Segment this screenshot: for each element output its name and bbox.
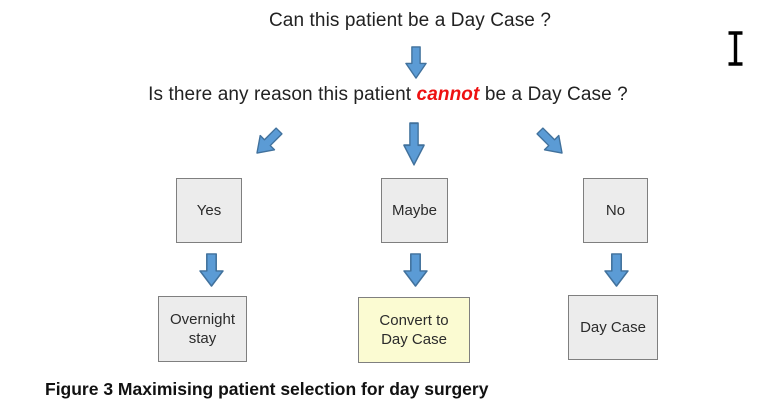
secondary-question: Is there any reason this patient cannot … — [148, 84, 628, 106]
answer-label-yes: Yes — [196, 201, 222, 219]
cannot-emphasis: cannot — [416, 84, 480, 105]
outcome-box-convert-to-day-case: Convert to Day Case — [358, 297, 470, 363]
outcome-line: Convert to — [379, 311, 449, 329]
outcome-line: Day Case — [381, 331, 447, 348]
down-arrow-icon — [403, 122, 425, 166]
outcome-line: stay — [188, 330, 217, 347]
secondary-question-suffix: be a Day Case ? — [479, 84, 628, 105]
answer-box-no: No — [583, 178, 648, 243]
primary-question: Can this patient be a Day Case ? — [268, 10, 552, 31]
down-arrow-icon — [403, 253, 428, 287]
answer-label-no: No — [605, 201, 626, 219]
outcome-line: Overnight — [169, 310, 236, 328]
down-arrow-icon — [199, 253, 224, 287]
outcome-box-day-case: Day Case — [568, 295, 658, 360]
outcome-box-overnight-stay: Overnight stay — [158, 296, 247, 362]
down-left-arrow-icon — [245, 119, 291, 165]
text-ibeam-cursor — [725, 31, 746, 66]
answer-label-maybe: Maybe — [391, 201, 438, 219]
answer-box-maybe: Maybe — [381, 178, 448, 243]
figure-caption: Figure 3 Maximising patient selection fo… — [45, 379, 489, 399]
down-right-arrow-icon — [528, 119, 574, 165]
outcome-line: Day Case — [580, 318, 646, 336]
down-arrow-icon — [604, 253, 629, 287]
answer-box-yes: Yes — [176, 178, 242, 243]
secondary-question-prefix: Is there any reason this patient — [148, 84, 417, 105]
down-arrow-icon — [405, 45, 427, 80]
